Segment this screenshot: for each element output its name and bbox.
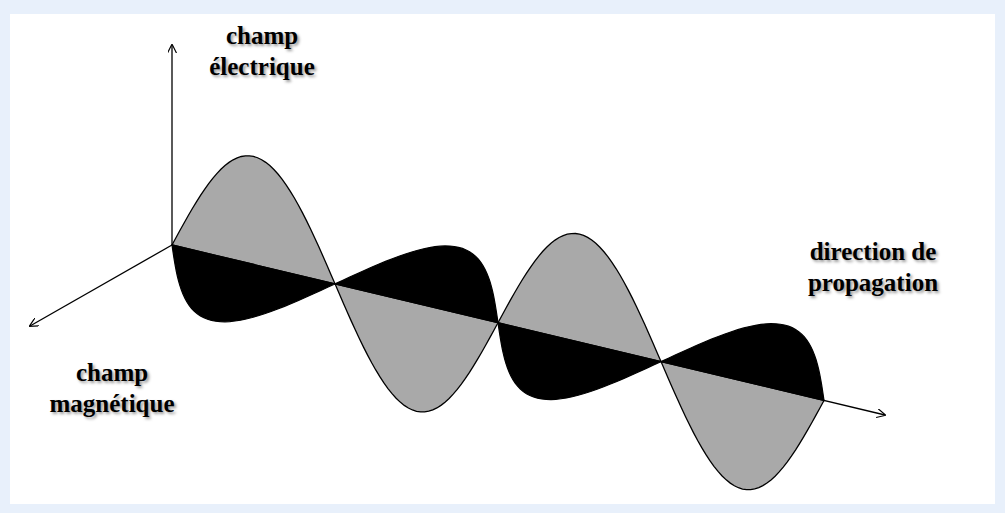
propagation-axis: [172, 245, 885, 415]
magnetic-field-label: champ magnétique: [20, 357, 205, 420]
electric-field-label: champ électrique: [177, 20, 347, 83]
propagation-label: direction de propagation: [766, 236, 981, 299]
electric-axis: [171, 45, 172, 245]
magnetic-axis: [30, 245, 172, 326]
